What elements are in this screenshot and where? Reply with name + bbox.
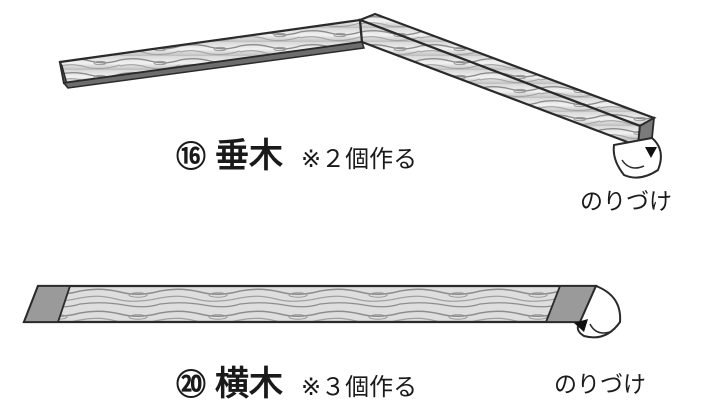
crossbar-glue-tab bbox=[574, 284, 622, 339]
rafter-left-beam bbox=[58, 18, 365, 89]
part-note-rafter: ※２個作る bbox=[301, 145, 418, 173]
crossbar-glue-label: のりづけ bbox=[554, 372, 646, 398]
fold-arrow-icon bbox=[574, 319, 588, 332]
rafter-glue-tab bbox=[612, 136, 662, 179]
crossbar-label: ⑳ 横木 ※３個作る bbox=[176, 356, 417, 405]
part-note-crossbar: ※３個作る bbox=[301, 373, 418, 401]
part-number-20: ⑳ bbox=[176, 368, 206, 403]
part-name-rafter: 垂木 bbox=[215, 136, 283, 176]
fold-arrow-icon bbox=[645, 147, 657, 158]
part-name-crossbar: 横木 bbox=[215, 364, 283, 404]
rafter-label: ⑯ 垂木 ※２個作る bbox=[176, 128, 417, 177]
rafter-right-beam bbox=[356, 12, 657, 148]
crossbar-beam bbox=[22, 284, 598, 324]
rafter-glue-label: のりづけ bbox=[580, 189, 672, 215]
part-number-16: ⑯ bbox=[176, 140, 206, 175]
